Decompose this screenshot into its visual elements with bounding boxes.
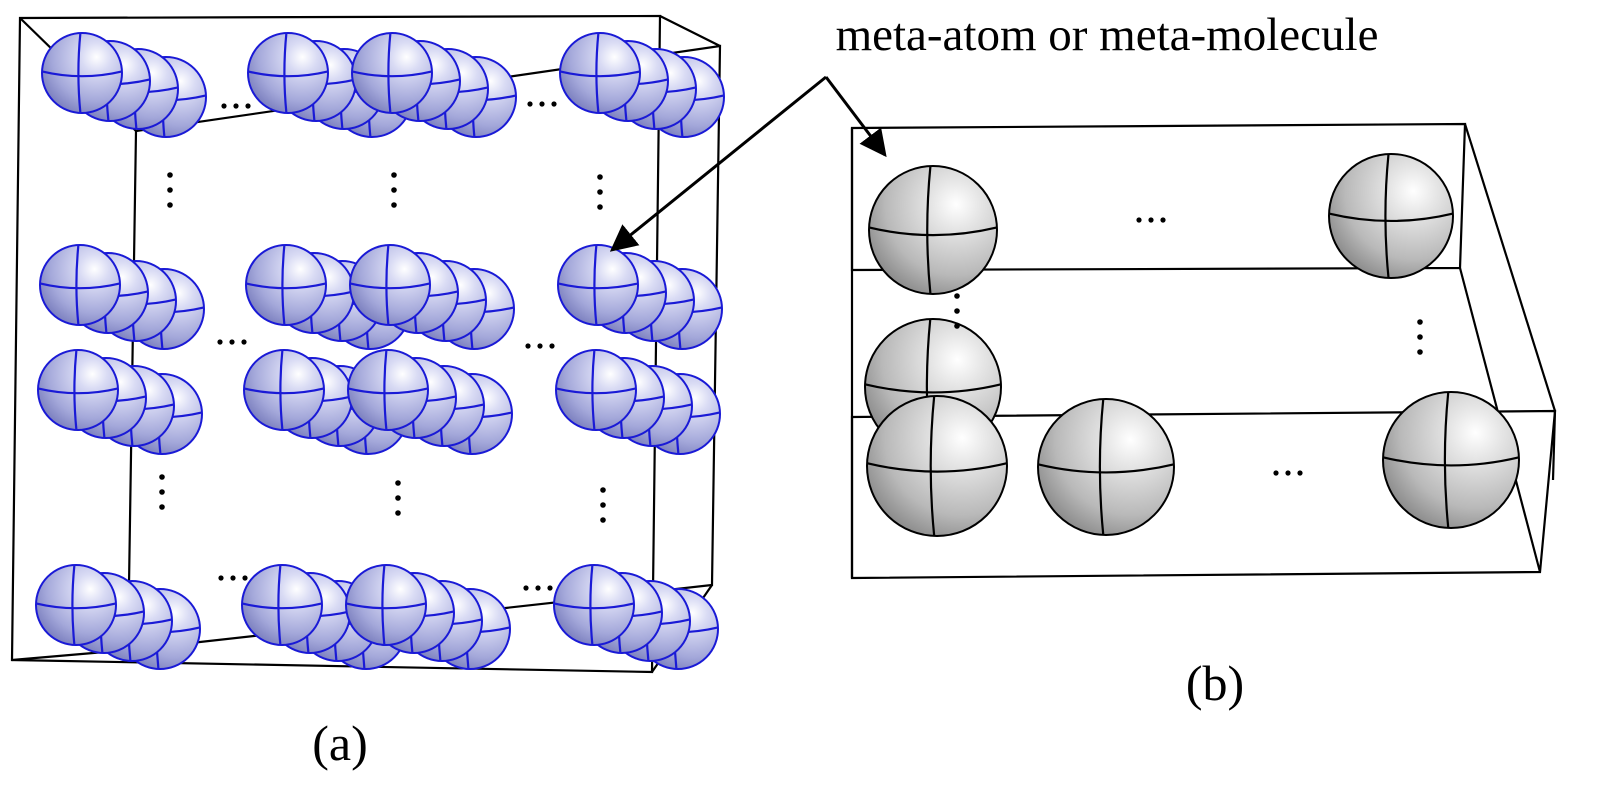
sphere-a bbox=[553, 564, 635, 646]
ellipsis-vertical bbox=[954, 293, 960, 329]
sphere-b bbox=[1382, 391, 1520, 529]
sphere-a bbox=[559, 32, 641, 114]
ellipsis-vertical bbox=[167, 172, 173, 208]
ellipsis-vertical bbox=[1417, 319, 1423, 355]
sphere-a bbox=[557, 244, 639, 326]
panel-a-edge bbox=[659, 15, 721, 47]
annotation-arrow-b bbox=[824, 76, 887, 158]
panel-a-back-box bbox=[126, 44, 722, 652]
sphere-a bbox=[39, 244, 121, 326]
annotation-label: meta-atom or meta-molecule bbox=[836, 9, 1379, 61]
sphere-a bbox=[35, 564, 117, 646]
ellipsis-horizontal bbox=[527, 101, 557, 107]
sphere-a bbox=[243, 349, 325, 431]
panel-b-spheres bbox=[864, 153, 1520, 537]
sphere-a bbox=[247, 32, 329, 114]
ellipsis-vertical bbox=[391, 172, 397, 208]
ellipsis-horizontal bbox=[1273, 470, 1303, 476]
panel-b-ellipses bbox=[954, 217, 1423, 476]
sphere-a bbox=[345, 564, 427, 646]
panel-a-label: (a) bbox=[312, 715, 368, 771]
ellipsis-horizontal bbox=[218, 575, 248, 581]
sphere-a bbox=[241, 564, 323, 646]
sphere-b bbox=[1328, 153, 1454, 279]
sphere-a bbox=[349, 244, 431, 326]
ellipsis-horizontal bbox=[1136, 217, 1166, 223]
panel-b-edge bbox=[1551, 410, 1557, 481]
sphere-b bbox=[1037, 398, 1175, 536]
sphere-a bbox=[347, 349, 429, 431]
ellipsis-horizontal bbox=[217, 339, 247, 345]
ellipsis-vertical bbox=[395, 480, 401, 516]
sphere-a bbox=[37, 349, 119, 431]
ellipsis-horizontal bbox=[525, 343, 555, 349]
sphere-b bbox=[868, 165, 998, 295]
sphere-b bbox=[866, 395, 1008, 537]
panel-b-label: (b) bbox=[1186, 655, 1244, 711]
panel-b: (b) bbox=[850, 122, 1557, 711]
panel-a-ellipses bbox=[159, 101, 606, 591]
sphere-a bbox=[351, 32, 433, 114]
sphere-a bbox=[555, 349, 637, 431]
ellipsis-vertical bbox=[159, 474, 165, 510]
ellipsis-horizontal bbox=[221, 103, 251, 109]
ellipsis-horizontal bbox=[523, 585, 553, 591]
ellipsis-vertical bbox=[597, 174, 603, 210]
panel-b-edge bbox=[1463, 123, 1557, 412]
ellipsis-vertical bbox=[600, 487, 606, 523]
panel-a: (a) bbox=[10, 14, 725, 771]
sphere-a bbox=[41, 32, 123, 114]
sphere-a bbox=[245, 244, 327, 326]
panel-a-spheres bbox=[35, 32, 725, 670]
annotation-arrow-a bbox=[609, 75, 827, 252]
